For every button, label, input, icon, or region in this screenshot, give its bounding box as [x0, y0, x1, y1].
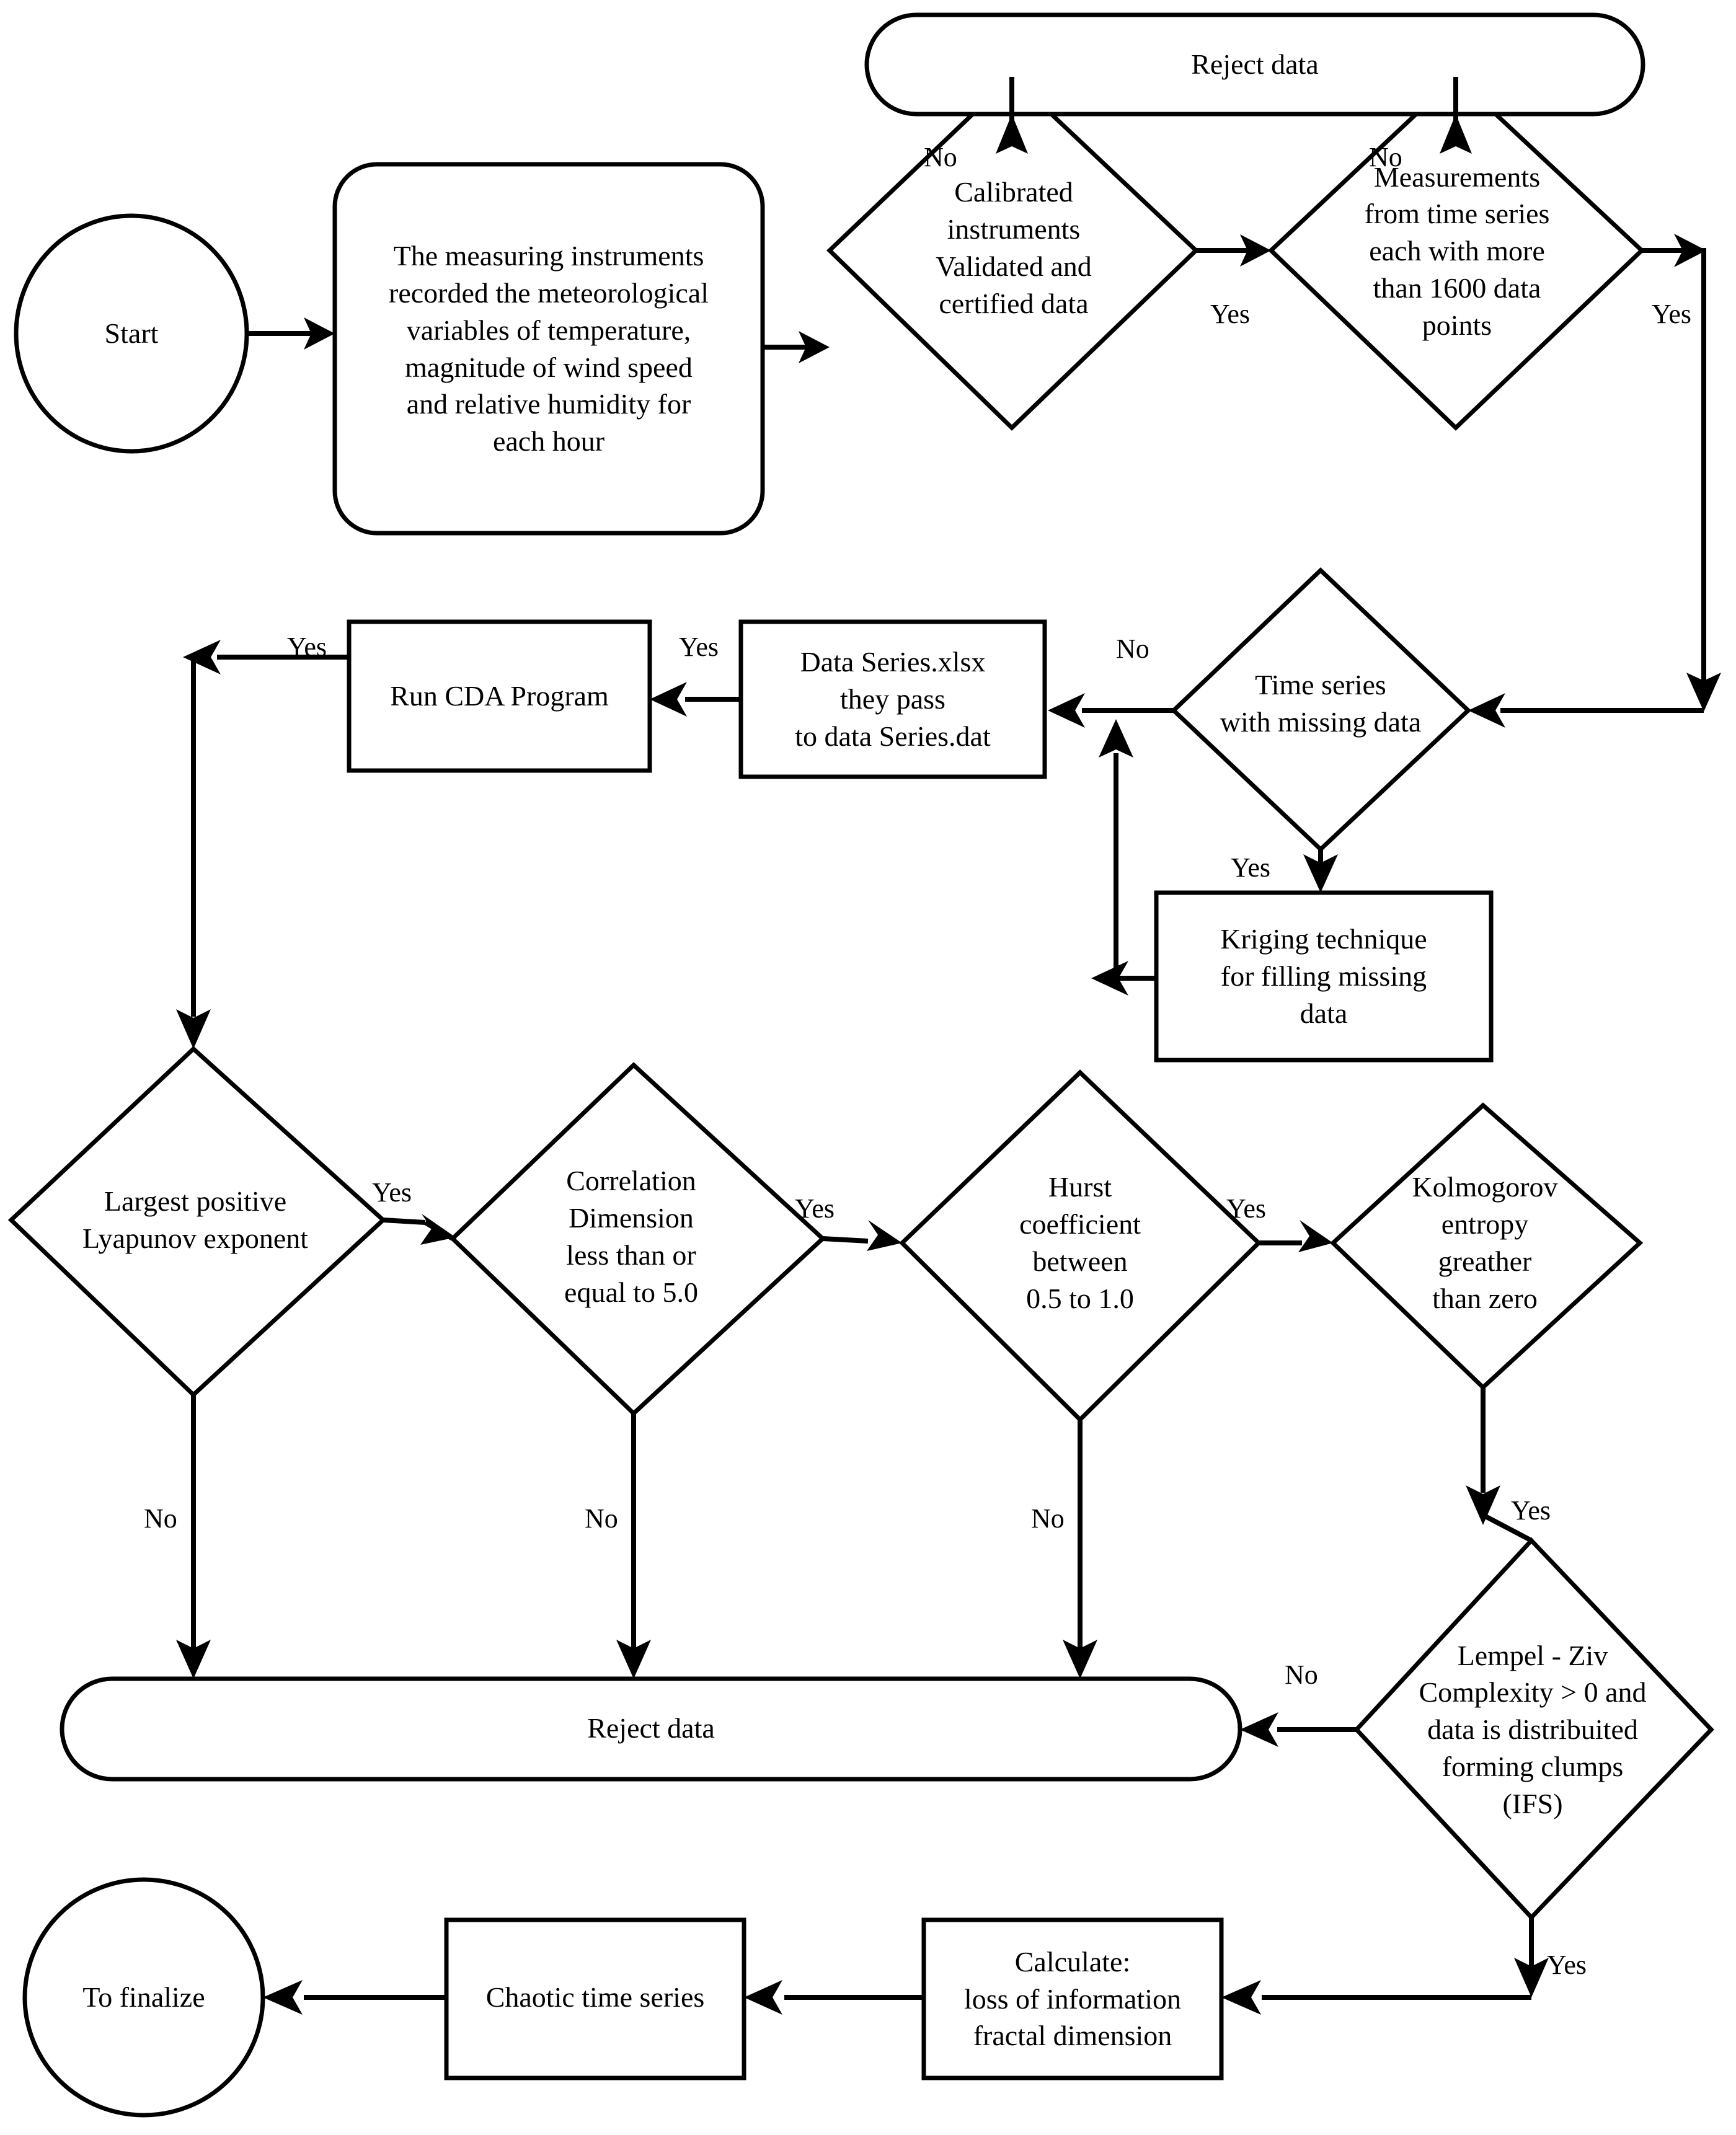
- edge-label-kolmogorov-yes: Yes: [1511, 1495, 1551, 1526]
- edge-lempelziv-no-to-reject-bottom: [1240, 1712, 1357, 1747]
- edge-label-measurements-no: No: [1369, 142, 1402, 172]
- edge-calculate-to-chaotic: [744, 1980, 924, 2015]
- node-reject-top-shape: [864, 12, 1645, 117]
- node-cda-shape: [347, 619, 652, 773]
- edge-lyapunov-no-to-reject-bottom: [176, 1395, 211, 1679]
- node-correlation-shape: [449, 1062, 826, 1417]
- node-start-shape: [14, 213, 249, 454]
- edge-correlation-yes-to-hurst: [822, 1220, 902, 1251]
- node-instruments-shape: [332, 162, 765, 536]
- edge-label-hurst-no: No: [1031, 1503, 1065, 1534]
- edge-label-calibrated-yes: Yes: [1210, 299, 1251, 329]
- node-finalize-shape: [22, 1877, 265, 2118]
- edge-label-lempelziv-yes: Yes: [1547, 1950, 1587, 1980]
- edge-kriging-to-missing: [1091, 719, 1156, 996]
- node-dataseries-shape: [738, 619, 1047, 779]
- node-calibrated-shape: [826, 74, 1200, 431]
- edge-label-hurst-yes: Yes: [1226, 1193, 1267, 1224]
- edge-start-to-instruments: [247, 317, 335, 350]
- node-lyapunov-shape: [7, 1046, 387, 1398]
- node-chaotic-shape: [444, 1917, 746, 2080]
- edge-hurst-no-to-reject-bottom: [1063, 1420, 1097, 1679]
- node-missing-shape: [1170, 567, 1472, 852]
- node-reject-bottom-shape: [60, 1676, 1242, 1782]
- edge-measurements-yes-to-missing: [1468, 234, 1721, 728]
- edge-cda-to-lyapunov: [176, 640, 349, 1049]
- edge-label-measurements-yes: Yes: [1652, 299, 1692, 329]
- edge-label-lyapunov-yes: Yes: [372, 1177, 412, 1208]
- edge-hurst-yes-to-kolmogorov: [1259, 1220, 1333, 1252]
- edge-measurements-no-to-reject-top: [1440, 77, 1472, 154]
- edge-calibrated-no-to-reject-top: [996, 77, 1028, 154]
- edge-label-correlation-no: No: [585, 1503, 618, 1534]
- node-measurements-shape: [1267, 74, 1645, 431]
- node-lempelziv-shape: [1353, 1537, 1714, 1921]
- edge-dataseries-to-cda: [650, 682, 741, 717]
- node-kolmogorov-shape: [1329, 1102, 1644, 1390]
- edge-chaotic-to-finalize: [263, 1980, 446, 2015]
- edge-label-cda-yes: Yes: [287, 632, 327, 662]
- edge-instruments-to-calibrated: [763, 331, 830, 363]
- edge-label-missing-yes: Yes: [1231, 852, 1271, 883]
- edge-label-dataseries-yes: Yes: [679, 632, 719, 662]
- edge-label-correlation-yes: Yes: [795, 1193, 835, 1224]
- edge-kolmogorov-yes-to-lempelziv: [1466, 1387, 1500, 1525]
- edge-label-calibrated-no: No: [924, 142, 957, 172]
- edge-missing-yes-to-kriging: [1303, 849, 1338, 893]
- edge-lyapunov-yes-to-correlation: [383, 1214, 456, 1245]
- edge-label-missing-no: No: [1116, 634, 1149, 664]
- node-hurst-shape: [898, 1069, 1262, 1423]
- edge-label-lempelziv-no: No: [1285, 1660, 1318, 1690]
- edge-correlation-no-to-reject-bottom: [616, 1413, 651, 1679]
- node-calculate-shape: [921, 1917, 1224, 2080]
- edge-missing-no-to-dataseries: [1048, 693, 1174, 728]
- edge-label-lyapunov-no: No: [144, 1503, 177, 1534]
- edge-kolmogorov-jog: [1482, 1513, 1533, 1543]
- edge-calibrated-yes-to-measurements: [1196, 234, 1271, 267]
- node-kriging-shape: [1154, 890, 1494, 1063]
- edge-lempelziv-yes-to-calculate: [1221, 1917, 1549, 2015]
